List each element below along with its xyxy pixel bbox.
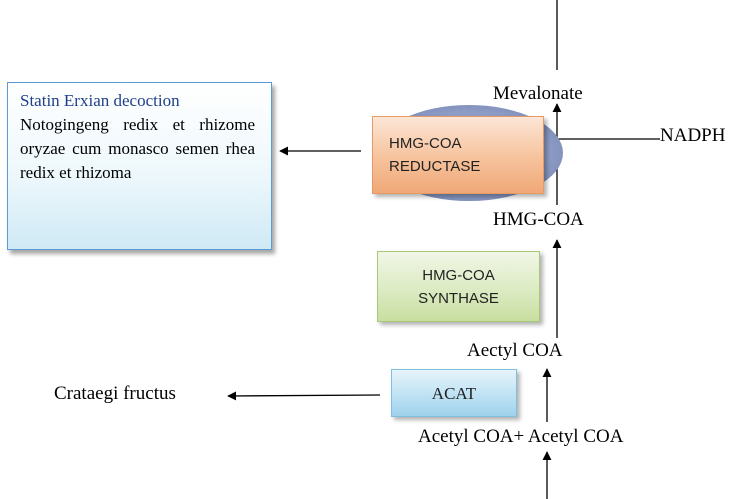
herb-box-body: Notogingeng redix et rhizome oryzae cum …: [20, 115, 255, 182]
reductase-label-line2: REDUCTASE: [389, 158, 481, 175]
nadph-label: NADPH: [660, 125, 726, 146]
synthase-label-line2: SYNTHASE: [418, 289, 499, 307]
acat-to-crataegi-arrow: [227, 391, 381, 401]
herb-box-title: Statin Erxian decoction: [20, 91, 180, 110]
hmg-coa-synthase-box: HMG-COA SYNTHASE: [377, 251, 540, 322]
reductase-label-line1: HMG-COA: [389, 135, 462, 152]
crataegi-fructus-label: Crataegi fructus: [54, 383, 176, 404]
statin-herb-box: Statin Erxian decoction Notogingeng redi…: [7, 82, 272, 250]
acat-label: ACAT: [431, 383, 477, 403]
hmg-coa-label: HMG-COA: [493, 209, 584, 230]
mevalonate-label: Mevalonate: [493, 83, 583, 104]
synthase-label-line1: HMG-COA: [422, 266, 495, 284]
aectyl-coa-label: Aectyl COA: [467, 340, 563, 361]
hmg-coa-reductase-box: HMG-COA REDUCTASE: [372, 116, 544, 194]
acetyl-coa-pair-label: Acetyl COA+ Acetyl COA: [418, 426, 624, 447]
acat-box: ACAT: [391, 369, 517, 417]
